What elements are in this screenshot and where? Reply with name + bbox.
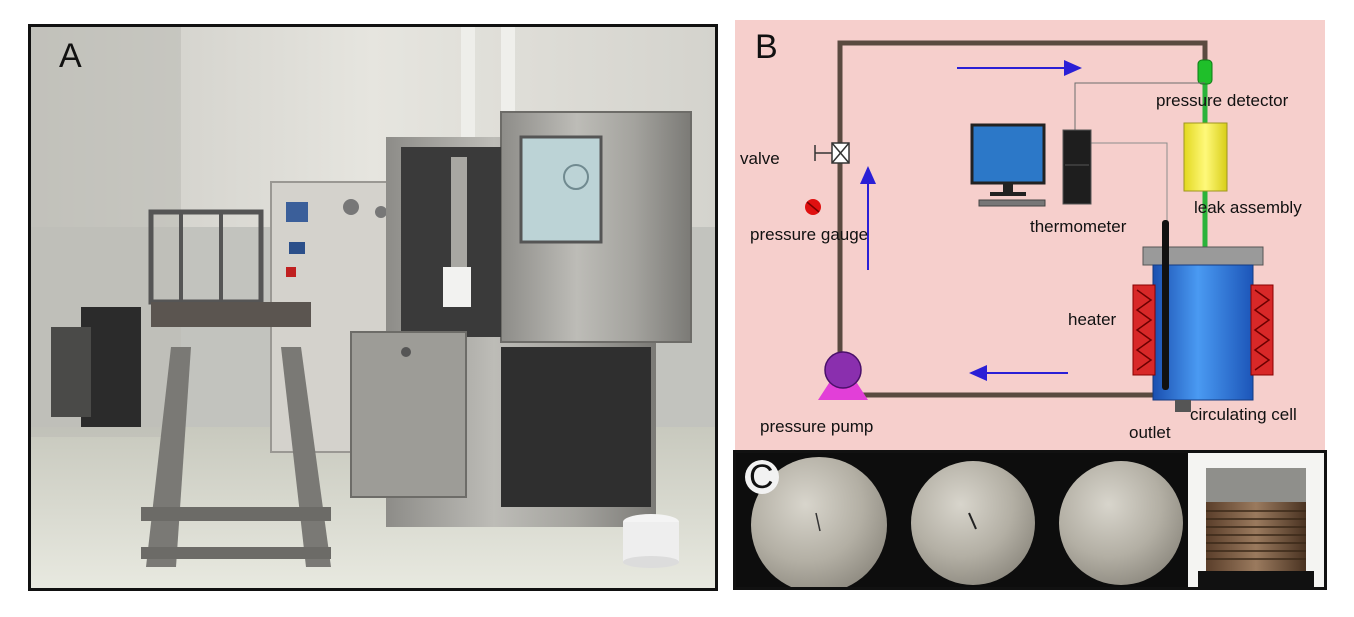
keyboard-icon — [978, 199, 1046, 207]
label-valve: valve — [740, 149, 780, 168]
schematic-diagram: pressure detector valve pressure gauge t… — [740, 40, 1302, 442]
monitor-icon — [970, 123, 1046, 185]
label-pressure-detector: pressure detector — [1156, 91, 1289, 110]
panel-a-letter: A — [59, 37, 82, 75]
panel-c-letter: C — [749, 458, 774, 496]
thermo-wire — [1090, 142, 1168, 240]
pressure-detector-icon — [1197, 59, 1213, 85]
label-circulating-cell: circulating cell — [1190, 405, 1297, 424]
label-pressure-pump: pressure pump — [760, 417, 873, 436]
apparatus-photo — [31, 27, 715, 588]
label-outlet: outlet — [1129, 423, 1171, 442]
sample-disc-3 — [1059, 461, 1183, 585]
panel-b-letter: B — [755, 28, 778, 66]
thermometer-icon — [1062, 129, 1092, 205]
sample-disc-1 — [751, 457, 887, 587]
panel-a-photo: A — [28, 24, 718, 591]
sensor-wire — [1074, 82, 1205, 132]
label-pressure-gauge: pressure gauge — [750, 225, 868, 244]
label-heater: heater — [1068, 310, 1117, 329]
label-leak-assembly: leak assembly — [1194, 198, 1302, 217]
pressure-pump-icon — [824, 351, 862, 389]
heater-left-icon — [1132, 284, 1156, 376]
panel-b-schematic: pressure detector valve pressure gauge t… — [735, 20, 1325, 450]
samples-photo — [736, 453, 1324, 587]
label-thermometer: thermometer — [1030, 217, 1127, 236]
thermometer-probe — [1162, 220, 1169, 390]
pump-base-icon — [818, 380, 868, 400]
heater-right-icon — [1250, 284, 1274, 376]
circulating-cell-lid — [1142, 246, 1264, 266]
leak-assembly-icon — [1183, 122, 1228, 192]
panel-c-photo: C — [733, 450, 1327, 590]
